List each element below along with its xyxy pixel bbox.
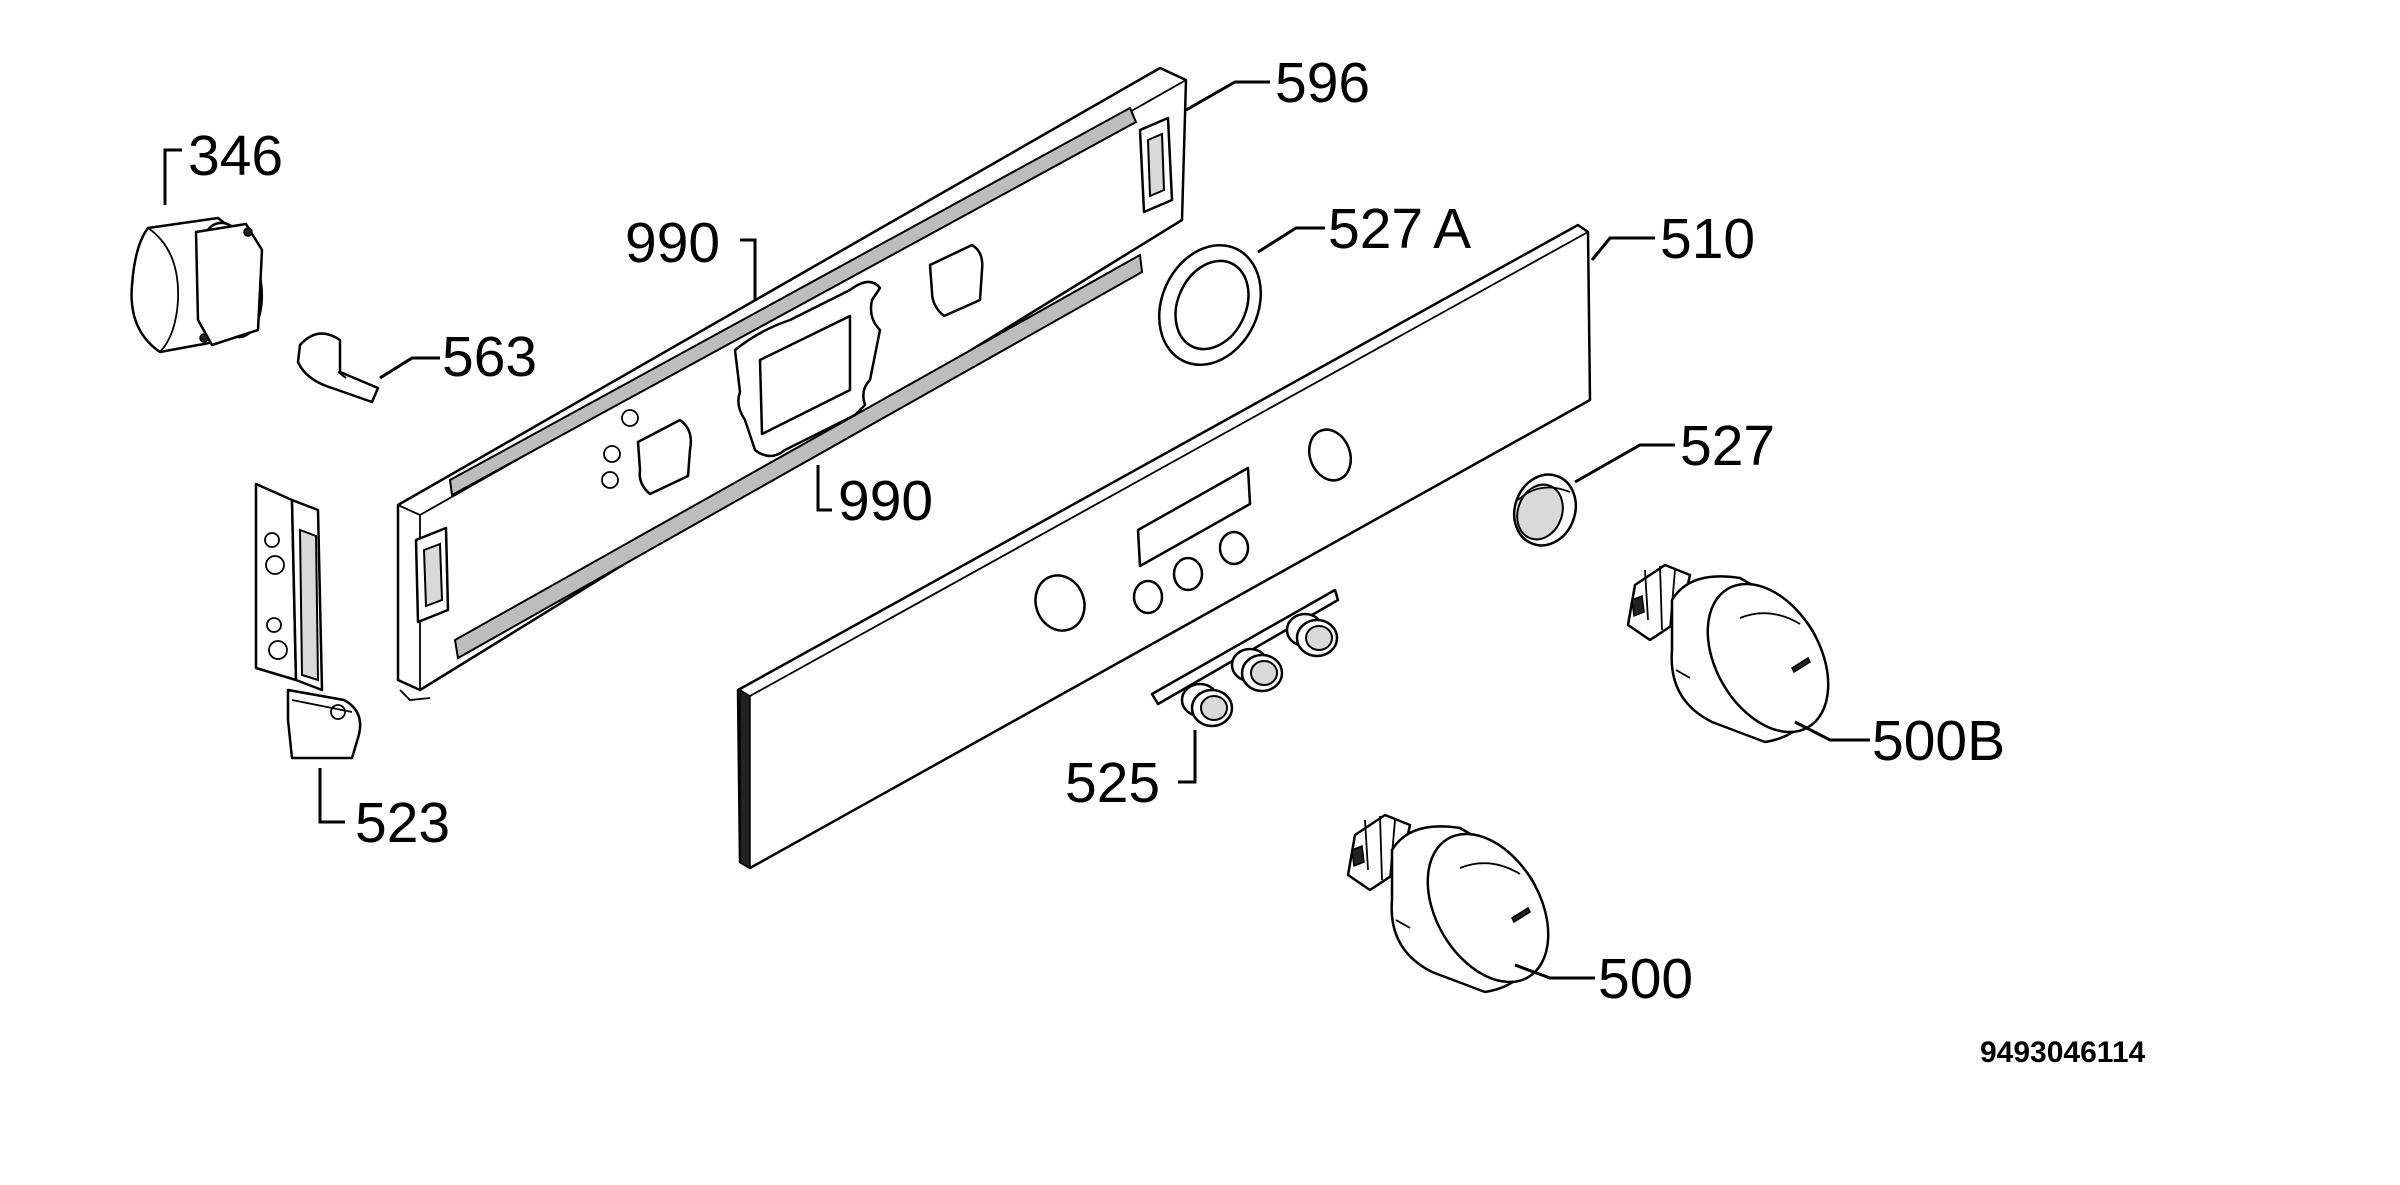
part-500b-control-knob [1626, 563, 1830, 744]
label-990-top: 990 [625, 211, 720, 275]
push-button-3 [1285, 612, 1339, 658]
part-563-clip [296, 332, 380, 404]
label-346: 346 [188, 124, 283, 188]
part-527-bezel [1512, 473, 1578, 547]
part-990-gasket-small-right [928, 243, 984, 318]
document-number: 9493046114 [1980, 1036, 2146, 1069]
push-button-1 [1180, 682, 1234, 728]
part-510-front-panel [736, 223, 1592, 870]
part-990-gasket-small-left [636, 418, 693, 496]
label-596: 596 [1275, 51, 1370, 115]
part-527a-ring [1157, 244, 1263, 366]
label-563: 563 [442, 325, 537, 389]
part-346-lamp-holder [130, 216, 264, 354]
part-525-button-strip [1150, 588, 1340, 728]
label-990-bottom: 990 [838, 469, 933, 533]
label-500: 500 [1598, 947, 1693, 1011]
label-527: 527 [1680, 414, 1775, 478]
push-button-2 [1230, 647, 1284, 693]
part-990-gasket-large [733, 280, 882, 458]
label-525: 525 [1065, 751, 1160, 815]
label-500b: 500B [1872, 709, 2005, 773]
part-523-side-bracket [254, 482, 362, 760]
label-510: 510 [1660, 207, 1755, 271]
label-523: 523 [355, 791, 450, 855]
part-500-control-knob [1346, 813, 1550, 994]
